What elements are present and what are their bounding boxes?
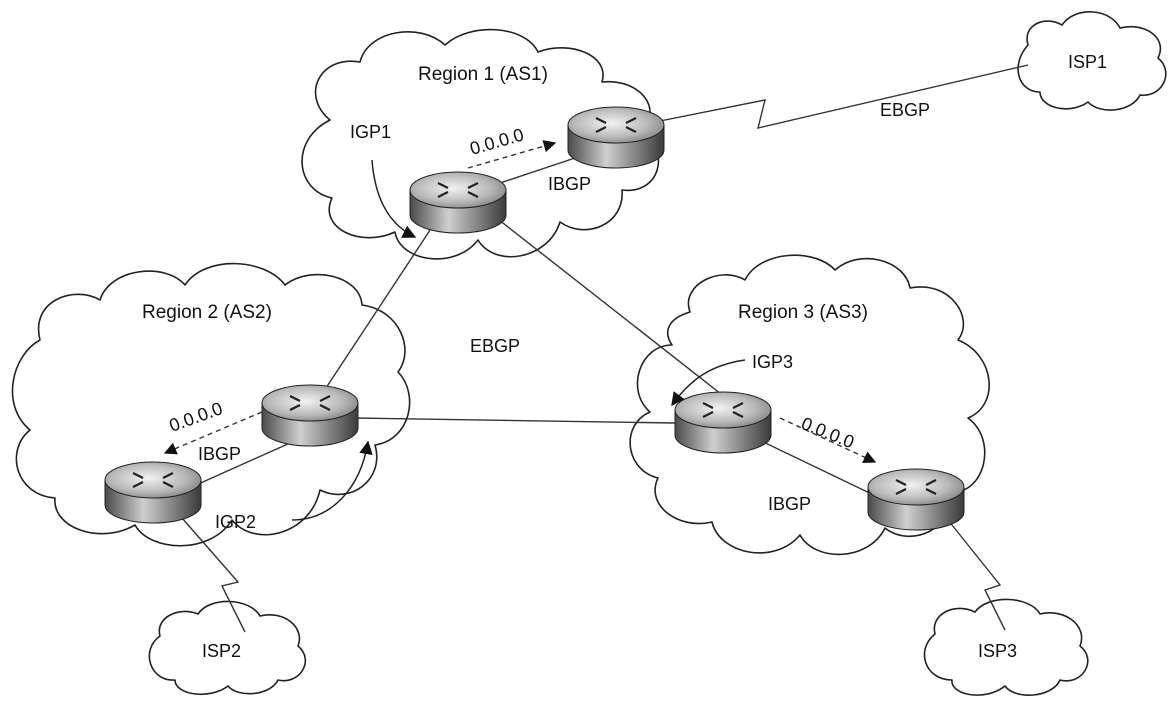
region1-ibgp-label: IBGP — [548, 174, 591, 194]
isp2-cloud — [148, 600, 307, 695]
region3-ibgp-label: IBGP — [768, 494, 811, 514]
igp1-curve-arrow — [371, 159, 417, 238]
region3-ibgp-link — [754, 437, 881, 499]
ebgp-core-label: EBGP — [470, 336, 520, 356]
region1-title: Region 1 (AS1) — [418, 64, 548, 85]
region2-igp-label: IGP2 — [215, 512, 256, 532]
region3-igp-label: IGP3 — [752, 352, 793, 372]
ebgp-link-region2-region3 — [354, 417, 676, 424]
router-icon — [567, 106, 665, 169]
router-icon — [674, 391, 772, 454]
isp1-cloud — [1017, 11, 1167, 111]
region2-ibgp-label: IBGP — [198, 444, 241, 464]
region1-cloud — [301, 28, 660, 260]
router-icon — [409, 171, 507, 234]
region1-ibgp-link — [499, 157, 576, 184]
router-icon — [867, 468, 965, 531]
region1-igp-label: IGP1 — [350, 122, 391, 142]
isp2-label: ISP2 — [202, 641, 241, 661]
isp3-cloud — [923, 598, 1089, 696]
router-icon — [104, 461, 202, 524]
router-icon — [261, 384, 359, 447]
region1-default-route-arrow — [467, 140, 557, 169]
ebgp-link-region1-region3 — [479, 204, 736, 406]
isp3-label: ISP3 — [978, 641, 1017, 661]
igp3-curve-arrow — [671, 359, 746, 407]
region2-title: Region 2 (AS2) — [142, 302, 272, 323]
igp2-curve-arrow — [291, 440, 373, 521]
ebgp-link-region1-region2 — [319, 214, 441, 398]
serial-link-isp2 — [174, 509, 246, 633]
ebgp-serial-link-isp1 — [654, 64, 1029, 129]
region3-title: Region 3 (AS3) — [738, 302, 868, 323]
ebgp-isp1-label: EBGP — [880, 100, 930, 120]
serial-link-isp3 — [939, 509, 1006, 631]
region2-ibgp-link — [184, 442, 291, 491]
isp1-label: ISP1 — [1068, 52, 1107, 72]
